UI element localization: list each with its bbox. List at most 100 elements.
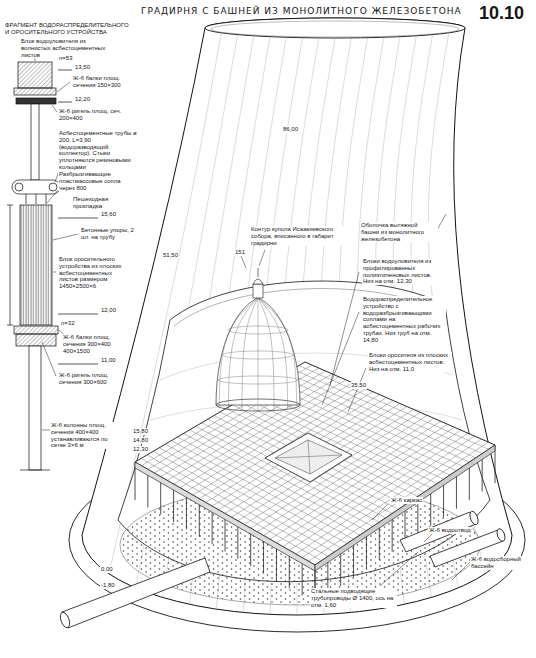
irrigation-deck: [135, 462, 315, 571]
fragment-section: [36, 194, 37, 204]
deck-grid: [225, 404, 400, 514]
fragment-section: [15, 183, 23, 191]
deck-grid: [232, 405, 418, 497]
leader-line: [53, 234, 78, 240]
part-label: Бетонные упоры, 2 шт. на трубу: [80, 227, 142, 241]
elevation-mark: -1,80: [100, 582, 116, 589]
central-shaft: [265, 433, 352, 482]
elevation-mark: 11,00: [100, 357, 117, 364]
leader-line: [424, 534, 432, 542]
dome-rib: [228, 326, 288, 334]
part-label: Ж-б каркас: [390, 497, 423, 504]
part-label: Оболочка вытяжной башни из монолитного ж…: [360, 222, 438, 242]
fragment-section: [14, 88, 56, 95]
deck-grid: [250, 394, 437, 483]
fragment-section: [16, 98, 56, 104]
title: ГРАДИРНЯ С БАШНЕЙ ИЗ МОНОЛИТНОГО ЖЕЛЕЗОБ…: [140, 6, 463, 16]
leader-line: [452, 562, 470, 580]
leader-line: [380, 552, 418, 586]
elevation-mark: 12,30: [132, 446, 149, 453]
dome-rib: [228, 298, 258, 409]
dome-rib: [219, 298, 258, 407]
leader-line: [241, 256, 246, 268]
leader-line: [437, 214, 446, 230]
deck-grid: [238, 409, 414, 520]
part-label: Блоки оросителя из плоских асбестоцемент…: [368, 352, 452, 372]
leader-line: [52, 105, 57, 112]
part-label: Блок оросительного устройства из плоских…: [58, 256, 132, 290]
fragment-section: [12, 180, 60, 194]
dome-rib: [218, 298, 298, 411]
leader-line: [57, 82, 70, 92]
elevation-mark: 13,50: [74, 64, 91, 71]
leader-line: [259, 250, 265, 266]
fragment-section: [26, 194, 27, 204]
part-label: Асбестоцементные трубы ø 200, L=3,90 (во…: [58, 130, 140, 171]
leader-line: [42, 342, 56, 376]
part-label: Ж-б ригель площ. сеч. 200×400: [58, 108, 130, 122]
dimension-label: 151: [234, 249, 246, 256]
deck-grid: [231, 406, 406, 517]
deck-grid: [244, 412, 420, 524]
part-label: Стальные подводящие трубопроводы Ø 1400,…: [310, 588, 397, 608]
central-shaft: [275, 455, 342, 458]
fragment-section: [58, 364, 98, 365]
deck-grid: [226, 408, 411, 500]
supply-pipe: [62, 558, 210, 628]
fragment-section: [58, 218, 98, 219]
supply-pipe: [495, 528, 506, 543]
part-label: Ж-б водоотвод: [428, 527, 472, 534]
fragment-section: [7, 325, 13, 326]
sheet-number: 10.10: [478, 3, 525, 23]
part-label: Ж-б балки площ. сечения 150×300: [72, 75, 129, 89]
leader-line: [322, 312, 359, 405]
fragment-section: [10, 205, 11, 325]
dome-rib: [223, 351, 293, 359]
irrigation-deck: [135, 362, 495, 571]
fragment-section: [46, 194, 47, 204]
deck-grid: [299, 366, 489, 450]
fragment-section: [20, 470, 50, 471]
elevation-mark: 15,80: [132, 428, 149, 435]
central-shaft: [308, 440, 310, 474]
count-label: n=53: [58, 55, 74, 62]
fragment-section: [20, 205, 52, 325]
part-label: Ж-б балки площ. сечения 300×400 400×1500: [62, 334, 119, 354]
fragment-section: [49, 183, 57, 191]
dome-rib: [242, 298, 258, 411]
tower-shell: [205, 18, 465, 38]
elevation-mark: 12,20: [74, 96, 91, 103]
part-label: Блоки водоуловителя из профилированных п…: [362, 258, 442, 285]
supply-pipe: [59, 611, 72, 629]
cathedral-dome: [253, 284, 263, 298]
elevation-mark: 15,60: [100, 211, 117, 218]
fragment-section: [14, 326, 58, 334]
fragment-section: [16, 334, 56, 346]
part-label: Ж-б водосборный бассейн: [470, 556, 530, 570]
part-label: Пешеходная прокладка: [72, 196, 134, 210]
dome-rib: [258, 298, 288, 409]
supply-pipe: [59, 510, 507, 629]
deck-grid: [257, 418, 434, 532]
leader-line: [372, 504, 388, 520]
elevation-mark: 51,50: [162, 252, 179, 259]
fragment-section: [58, 314, 98, 315]
elevation-mark: 0,00: [100, 566, 114, 573]
count-label: n=32: [60, 320, 76, 327]
deck-grid: [219, 401, 394, 510]
elevation-mark: 86,00: [282, 126, 299, 133]
fragment-section: [31, 104, 39, 180]
deck-grid: [141, 365, 489, 561]
leader-line: [47, 190, 58, 203]
elevation-mark: 35,50: [350, 382, 367, 389]
leader-line: [348, 368, 366, 412]
tower-shell: [82, 18, 512, 615]
deck-grid: [251, 415, 427, 528]
leader-line: [330, 272, 359, 385]
part-label: Водораспределительное устройство с водор…: [362, 296, 446, 343]
deck-grid: [220, 412, 405, 505]
cathedral-dome: [216, 268, 300, 411]
fragment-section: [29, 346, 41, 470]
central-shaft: [265, 433, 352, 482]
